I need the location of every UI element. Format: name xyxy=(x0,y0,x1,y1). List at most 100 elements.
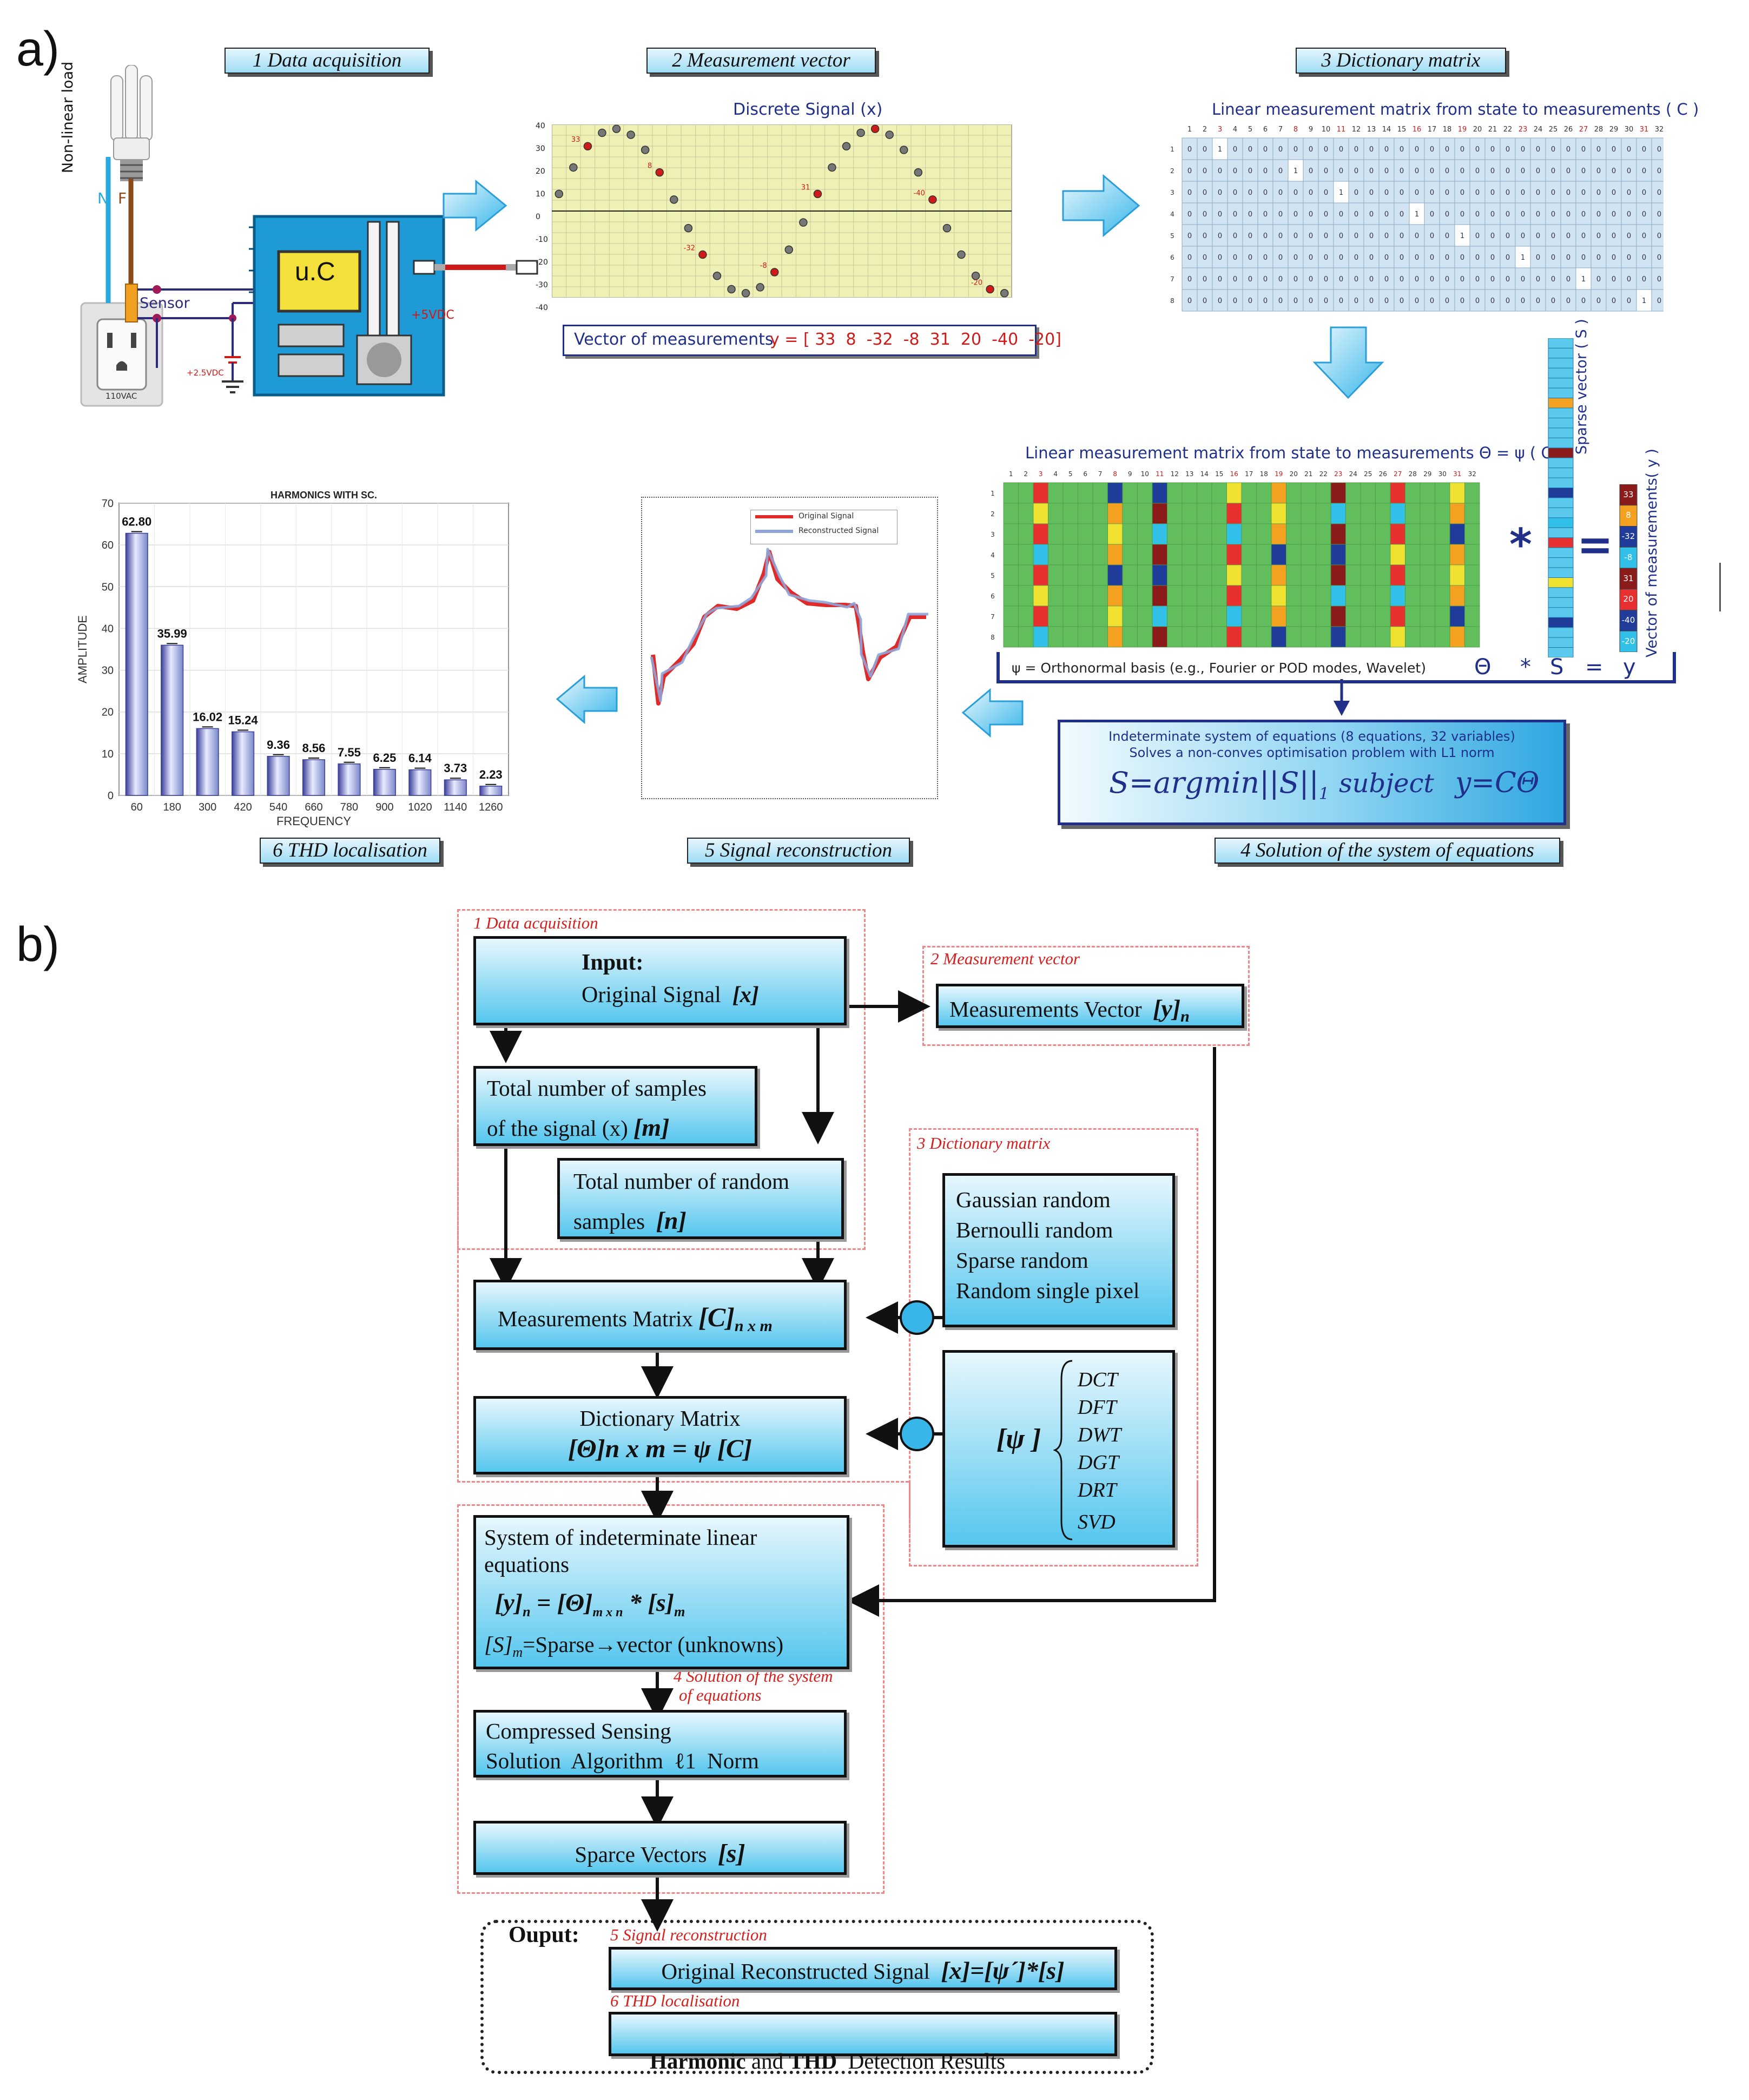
theta-cell xyxy=(1003,523,1019,545)
theta-cell xyxy=(1137,523,1153,545)
matrix-cell-value: 0 xyxy=(1627,189,1631,197)
theta-row-index: 8 xyxy=(991,634,995,641)
matrix-cell-value: 0 xyxy=(1248,297,1252,305)
theta-cell xyxy=(1033,564,1048,586)
matrix-cell xyxy=(1394,202,1410,225)
column-index-label: 28 xyxy=(1594,126,1603,134)
matrix-cell xyxy=(1636,224,1652,247)
theta-cell xyxy=(1226,585,1242,607)
column-index-label: 24 xyxy=(1534,126,1543,134)
matrix-cell xyxy=(1515,137,1531,160)
step-title-solution: 4 Solution of the system of equations xyxy=(1215,838,1560,864)
y-tick-label: 10 xyxy=(102,748,114,760)
matrix-cell xyxy=(1575,289,1592,312)
theta-column-index: 15 xyxy=(1215,470,1223,478)
matrix-cell-value: 0 xyxy=(1415,297,1419,305)
matrix-cell xyxy=(1454,159,1470,182)
theta-column-index: 9 xyxy=(1128,470,1132,478)
sparse-vector-cell xyxy=(1548,367,1574,379)
matrix-cell xyxy=(1378,159,1395,182)
matrix-cell-value: 0 xyxy=(1293,275,1298,284)
solution-formula-norm-sub: 1 xyxy=(1318,784,1329,804)
matrix-cell-value: 0 xyxy=(1506,254,1510,262)
theta-cell xyxy=(1360,585,1376,607)
matrix-cell-value: 0 xyxy=(1263,254,1268,262)
theta-cell xyxy=(1316,503,1331,524)
matrix-cell xyxy=(1469,246,1486,268)
bar xyxy=(196,728,219,796)
matrix-cell-value: 0 xyxy=(1612,275,1616,284)
transform-box: [ψ ] DCT DFT DWT DGT DRT SVD xyxy=(942,1350,1175,1548)
matrix-cell xyxy=(1288,267,1304,290)
theta-column-index: 6 xyxy=(1083,470,1087,478)
sparse-vector-cell xyxy=(1548,527,1574,538)
matrix-cell xyxy=(1515,159,1531,182)
theta-cell xyxy=(1405,523,1421,545)
theta-cell xyxy=(1464,482,1480,504)
sparse-vector-cell xyxy=(1548,617,1574,628)
theta-cell xyxy=(1286,605,1302,627)
matrix-cell xyxy=(1318,202,1334,225)
step-title-dictionary-matrix: 3 Dictionary matrix xyxy=(1296,48,1506,74)
matrix-cell-value: 1 xyxy=(1460,232,1464,240)
theta-cell xyxy=(1449,503,1465,524)
theta-column-index: 12 xyxy=(1171,470,1179,478)
matrix-cell xyxy=(1500,159,1516,182)
matrix-cell-value: 0 xyxy=(1248,189,1252,197)
matrix-cell-value: 0 xyxy=(1278,167,1283,175)
matrix-cell-value: 0 xyxy=(1475,297,1480,305)
matrix-cell-value: 0 xyxy=(1324,275,1328,284)
theta-cell xyxy=(1435,523,1450,545)
theta-cell xyxy=(1435,544,1450,565)
matrix-cell-value: 0 xyxy=(1521,210,1525,219)
matrix-cell-value: 0 xyxy=(1475,189,1480,197)
matrix-cell xyxy=(1409,224,1425,247)
theta-cell xyxy=(1003,503,1019,524)
matrix-cell-value: 0 xyxy=(1278,146,1283,154)
theta-cell xyxy=(1345,585,1361,607)
matrix-cell-value: 0 xyxy=(1551,232,1555,240)
matrix-cell-value: 0 xyxy=(1309,210,1313,219)
matrix-cell xyxy=(1409,159,1425,182)
theta-cell xyxy=(1018,626,1034,648)
bar xyxy=(267,756,290,796)
theta-cell xyxy=(1390,482,1405,504)
theta-cell xyxy=(1122,482,1138,504)
matrix-cell xyxy=(1227,246,1243,268)
matrix-cell xyxy=(1197,289,1213,312)
flowchart-connectors xyxy=(490,990,1216,1932)
theta-cell xyxy=(1152,585,1167,607)
signal-point xyxy=(914,168,923,177)
matrix-cell xyxy=(1500,289,1516,312)
theta-cell xyxy=(1092,626,1108,648)
matrix-cell-value: 0 xyxy=(1612,297,1616,305)
matrix-cell-value: 0 xyxy=(1415,275,1419,284)
matrix-cell-value: 0 xyxy=(1339,167,1343,175)
theta-cell xyxy=(1211,523,1227,545)
theta-cell xyxy=(1241,626,1257,648)
theta-cell xyxy=(1360,544,1376,565)
matrix-cell-value: 0 xyxy=(1218,297,1222,305)
matrix-cell-value: 0 xyxy=(1278,275,1283,284)
x-tick-label: 1140 xyxy=(444,801,467,813)
theta-cell xyxy=(1360,482,1376,504)
theta-row-index: 3 xyxy=(991,531,995,538)
matrix-cell-value: 0 xyxy=(1309,189,1313,197)
theta-cell xyxy=(1211,626,1227,648)
step-title-data-acquisition: 1 Data acquisition xyxy=(225,48,430,74)
matrix-cell-value: 0 xyxy=(1521,232,1525,240)
matrix-cell xyxy=(1454,246,1470,268)
matrix-cell-value: 0 xyxy=(1612,254,1616,262)
column-index-label: 31 xyxy=(1640,126,1649,134)
bar xyxy=(302,759,326,796)
matrix-cell-value: 0 xyxy=(1581,210,1586,219)
detection-results-box: Harmonic and THD Detection Results xyxy=(609,2012,1117,2073)
theta-cell xyxy=(1405,503,1421,524)
matrix-cell xyxy=(1484,159,1501,182)
theta-column-index: 22 xyxy=(1319,470,1328,478)
matrix-cell-value: 1 xyxy=(1642,297,1646,305)
theta-cell xyxy=(1018,523,1034,545)
theta-cell xyxy=(1390,503,1405,524)
matrix-cell xyxy=(1590,181,1607,203)
theta-cell xyxy=(1048,482,1064,504)
